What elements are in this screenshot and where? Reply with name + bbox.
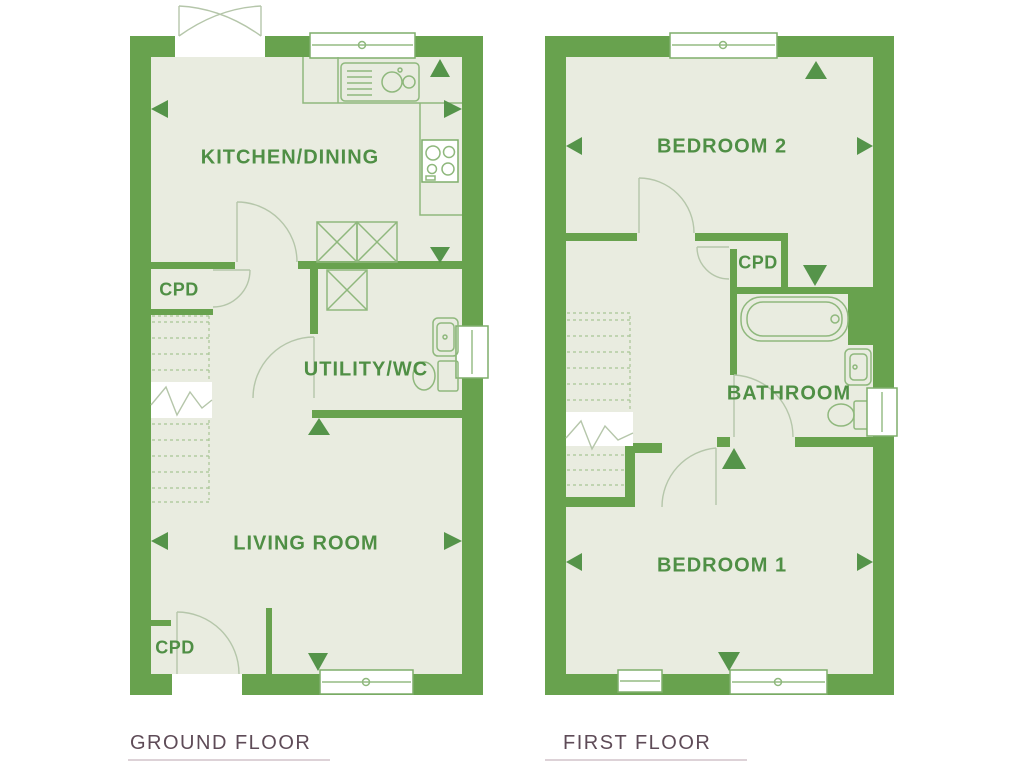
kitchen-window <box>309 32 416 59</box>
toilet-icon <box>412 360 459 392</box>
bedroom2-window <box>669 32 778 59</box>
kitchen-worktop <box>302 57 462 216</box>
kitchen-door <box>236 201 298 263</box>
first-measurement-arrows <box>566 61 873 671</box>
living-room-window <box>319 669 414 695</box>
bathroom-door <box>733 374 794 438</box>
room-label-cpd-first: CPD <box>738 252 778 273</box>
first-floor-caption-rule <box>545 759 747 761</box>
bath-icon <box>740 296 849 342</box>
room-label-bedroom-1: BEDROOM 1 <box>656 554 788 577</box>
staircase <box>150 315 213 503</box>
utility-door <box>252 336 315 399</box>
basin-icon <box>432 317 459 357</box>
ground-floor-interior <box>151 57 462 674</box>
appliance-icons <box>316 221 398 311</box>
room-label-bathroom: BATHROOM <box>726 382 852 405</box>
bedroom1-door <box>661 447 717 508</box>
sink-icon <box>340 62 420 102</box>
bathroom-window <box>866 387 898 437</box>
cpd-door <box>212 269 251 308</box>
room-label-cpd-top: CPD <box>159 279 199 300</box>
measurement-arrows <box>151 59 462 671</box>
first-floor-interior <box>566 57 873 674</box>
ground-partition-walls <box>151 261 462 674</box>
entrance-door <box>172 611 242 695</box>
room-label-cpd-bottom: CPD <box>155 637 195 658</box>
first-partition-walls <box>566 233 873 507</box>
bedroom1-window-left <box>617 669 663 693</box>
bedroom2-door <box>638 177 695 234</box>
french-door <box>175 5 265 57</box>
room-label-living-room: LIVING ROOM <box>233 532 379 555</box>
bedroom1-window-right <box>729 669 828 695</box>
first-floor-caption: FIRST FLOOR <box>563 732 712 754</box>
ground-floor-caption: GROUND FLOOR <box>130 732 312 754</box>
hob-icon <box>421 139 459 183</box>
utility-window <box>455 325 489 379</box>
room-label-utility-wc: UTILITY/WC <box>303 358 429 381</box>
first-floor-plan <box>545 32 898 695</box>
room-label-bedroom-2: BEDROOM 2 <box>656 135 788 158</box>
ground-floor-plan <box>130 5 489 695</box>
first-basin-icon <box>844 348 872 386</box>
first-staircase <box>565 312 634 486</box>
room-label-kitchen-dining: KITCHEN/DINING <box>200 146 380 169</box>
first-cpd-door <box>696 246 730 280</box>
ground-floor-caption-rule <box>128 759 330 761</box>
